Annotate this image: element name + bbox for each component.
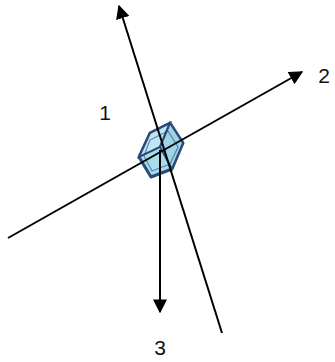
force-arrow [8, 72, 302, 238]
force-arrow [159, 150, 161, 312]
callout-number: 1 [99, 102, 111, 123]
callout-number: 2 [318, 65, 330, 86]
force-arrow [119, 6, 222, 333]
callout-number: 3 [154, 337, 166, 358]
